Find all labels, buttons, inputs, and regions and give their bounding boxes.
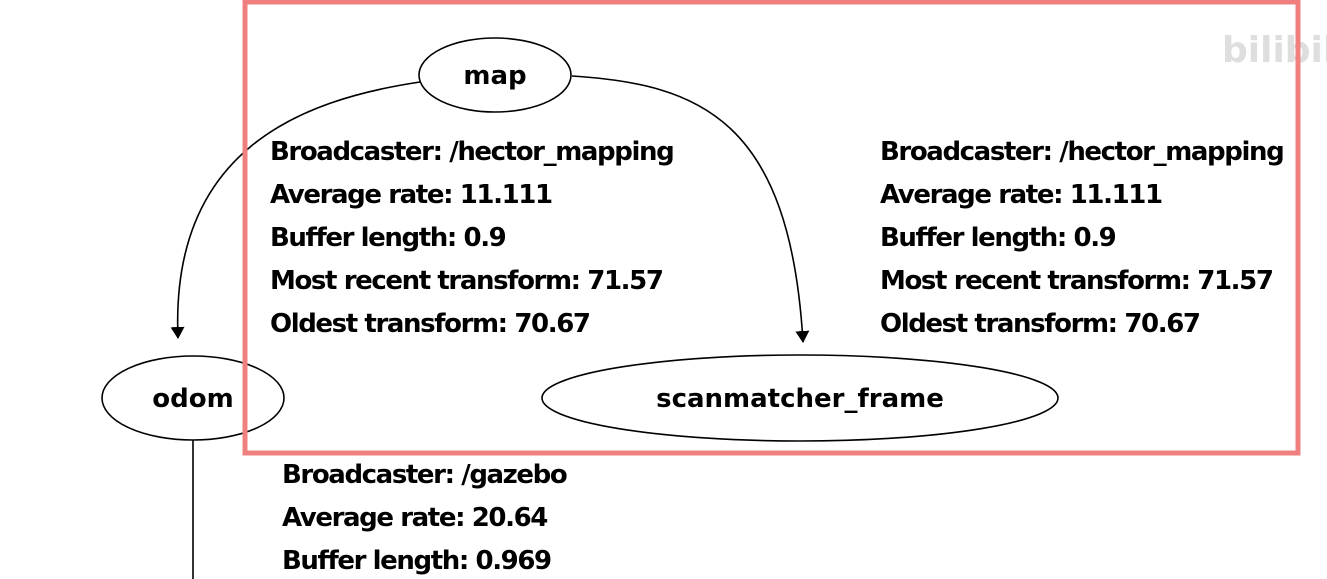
buffer-length-text: Buffer length: 0.969 (282, 546, 551, 576)
edge-label-odom: Broadcaster: /gazebo Average rate: 20.64… (282, 460, 568, 576)
edge-map-odom (170, 81, 421, 339)
average-rate-text: Average rate: 11.111 (270, 180, 552, 210)
most-recent-transform-text: Most recent transform: 71.57 (880, 266, 1273, 296)
edge-label-map-scanmatcher: Broadcaster: /hector_mapping Average rat… (880, 137, 1285, 339)
highlight-box (242, 0, 1301, 456)
average-rate-text: Average rate: 11.111 (880, 180, 1162, 210)
buffer-length-text: Buffer length: 0.9 (880, 223, 1116, 253)
broadcaster-text: Broadcaster: /hector_mapping (270, 137, 673, 167)
node-scanmatcher-frame: scanmatcher_frame (541, 354, 1059, 442)
most-recent-transform-text: Most recent transform: 71.57 (270, 266, 663, 296)
node-odom-label: odom (152, 384, 233, 414)
node-scanmatcher-label: scanmatcher_frame (656, 384, 944, 414)
bilibili-watermark: bilibili (1222, 30, 1327, 71)
node-odom: odom (101, 355, 285, 441)
node-map: map (418, 37, 572, 113)
broadcaster-text: Broadcaster: /gazebo (282, 460, 567, 490)
oldest-transform-text: Oldest transform: 70.67 (880, 309, 1200, 339)
broadcaster-text: Broadcaster: /hector_mapping (880, 137, 1283, 167)
edge-label-map-odom: Broadcaster: /hector_mapping Average rat… (270, 137, 675, 339)
average-rate-text: Average rate: 20.64 (282, 503, 547, 533)
node-map-label: map (463, 61, 526, 91)
buffer-length-text: Buffer length: 0.9 (270, 223, 506, 253)
oldest-transform-text: Oldest transform: 70.67 (270, 309, 590, 339)
edge-map-scanmatcher (571, 75, 810, 343)
